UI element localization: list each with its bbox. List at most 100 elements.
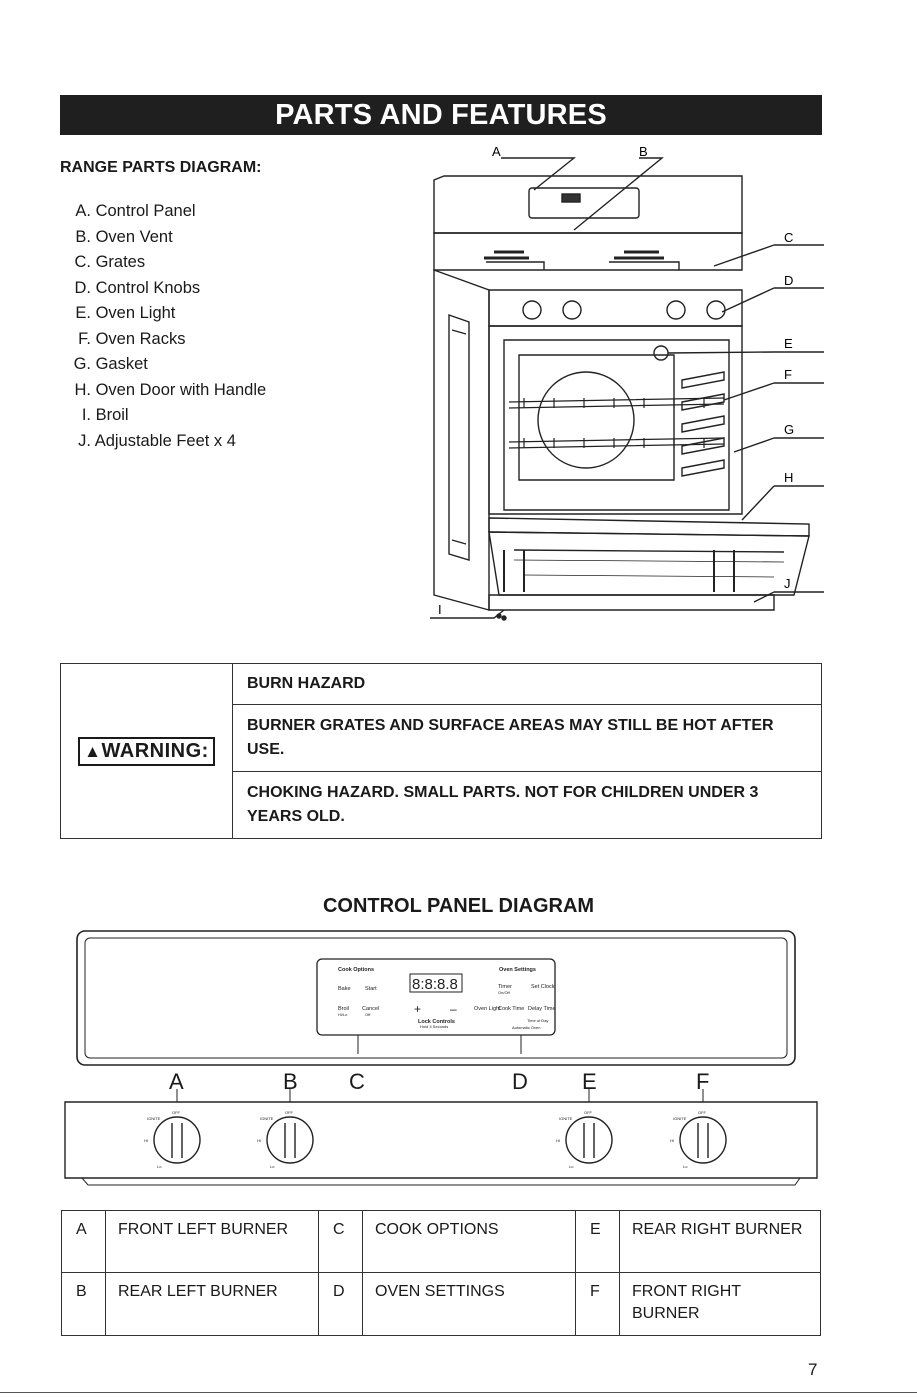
leader-d: [721, 287, 824, 313]
cp-letter-c: C: [349, 1069, 365, 1094]
timer-button[interactable]: Timer: [498, 984, 512, 990]
leader-f: [723, 382, 824, 401]
knob-panel: [64, 1101, 818, 1179]
callout-h: H: [784, 470, 793, 485]
backguard-inner: [84, 937, 788, 1059]
bake-button[interactable]: Bake: [338, 986, 351, 992]
start-button[interactable]: Start: [365, 986, 377, 992]
range-display: [561, 193, 581, 203]
grates: [484, 250, 664, 260]
display-readout: 8:8:8.8: [412, 976, 458, 993]
callout-a: A: [492, 144, 501, 159]
callout-e: E: [784, 336, 793, 351]
table-cell-letter: F: [575, 1272, 620, 1336]
backguard-outline: [433, 175, 743, 234]
lock-controls-label: Lock Controls: [418, 1019, 455, 1025]
cancel-sub: Off: [365, 1012, 371, 1017]
minus-button[interactable]: –: [450, 1002, 457, 1016]
warning-row-2: BURNER GRATES AND SURFACE AREAS MAY STIL…: [232, 704, 822, 772]
table-cell-label: COOK OPTIONS: [362, 1210, 576, 1273]
list-item: D. Control Knobs: [60, 276, 266, 302]
table-cell-letter: E: [575, 1210, 620, 1273]
plus-button[interactable]: +: [414, 1002, 421, 1016]
list-item: G. Gasket: [60, 352, 266, 378]
callout-f: F: [784, 367, 792, 382]
knob-ignite-label: IGNITE: [559, 1116, 573, 1121]
oven-back-wall: [518, 354, 675, 481]
leader-j: [753, 591, 824, 603]
leader-g: [733, 437, 824, 453]
leader-b: [573, 157, 664, 231]
list-item: J. Adjustable Feet x 4: [60, 429, 266, 455]
control-parts-table: A FRONT LEFT BURNER C COOK OPTIONS E REA…: [61, 1210, 821, 1336]
part-label: Oven Racks: [95, 329, 186, 348]
range-knob-4: [706, 300, 726, 320]
oven-light-button[interactable]: Oven Light: [474, 1006, 501, 1012]
part-label: Adjustable Feet x 4: [94, 431, 236, 450]
footer-divider: [0, 1392, 917, 1393]
delay-time-button[interactable]: Delay Time: [528, 1006, 556, 1012]
table-cell-letter: B: [61, 1272, 106, 1336]
leader-h: [741, 485, 824, 521]
set-clock-button[interactable]: Set Clock: [531, 984, 555, 990]
table-cell-label: REAR LEFT BURNER: [105, 1272, 319, 1336]
range-knob-2: [562, 300, 582, 320]
part-label: Oven Door with Handle: [95, 380, 267, 399]
oven-cavity: [503, 339, 730, 511]
table-cell-letter: A: [61, 1210, 106, 1273]
part-letter: D.: [74, 278, 92, 297]
list-item: I. Broil: [60, 403, 266, 429]
warning-row-3: CHOKING HAZARD. SMALL PARTS. NOT FOR CHI…: [232, 771, 822, 839]
part-letter: H.: [74, 380, 92, 399]
list-item: F. Oven Racks: [60, 327, 266, 353]
part-letter: B.: [75, 227, 91, 246]
convection-fan: [537, 371, 635, 469]
knob-lo-label: Lo: [270, 1164, 275, 1169]
cancel-button[interactable]: Cancel: [362, 1006, 379, 1012]
knob-hi-label: HI: [144, 1138, 148, 1143]
control-panel-heading: CONTROL PANEL DIAGRAM: [322, 895, 595, 917]
cp-letter-b: B: [283, 1069, 298, 1094]
leader-c: [713, 244, 824, 267]
leader-i: [430, 609, 505, 619]
knob-off-label: OFF: [584, 1110, 593, 1115]
side-recess: [448, 314, 470, 561]
broil-button[interactable]: Broil: [338, 1006, 349, 1012]
knob-lo-label: Lo: [157, 1164, 162, 1169]
page-title: PARTS AND FEATURES: [60, 95, 822, 135]
callout-j: J: [784, 576, 791, 591]
automatic-oven-label: Automatic Oven: [512, 1025, 540, 1030]
knob-ignite-label: IGNITE: [147, 1116, 161, 1121]
knob-rear-right: [565, 1116, 613, 1164]
knob-rear-left: [266, 1116, 314, 1164]
warning-triangle-icon: ▲: [84, 741, 102, 761]
door-handle: [513, 549, 785, 553]
warning-table: ▲WARNING: BURN HAZARD BURNER GRATES AND …: [60, 663, 822, 839]
callout-c: C: [784, 230, 793, 245]
part-letter: E.: [75, 304, 91, 322]
range-control-panel: [528, 187, 640, 219]
oven-front: [488, 325, 743, 515]
adjustable-foot: [501, 615, 507, 621]
knob-front-right: [679, 1116, 727, 1164]
table-cell-label: OVEN SETTINGS: [362, 1272, 576, 1336]
part-label: Broil: [95, 406, 129, 424]
range-side-panel: [433, 269, 490, 611]
cook-options-label: Cook Options: [338, 967, 374, 973]
cook-time-button[interactable]: Cook Time: [498, 1006, 524, 1012]
broil-drawer: [488, 594, 775, 611]
backguard-outer: [76, 930, 796, 1066]
part-label: Grates: [95, 253, 146, 271]
broil-sub: Hi/Lo: [338, 1012, 348, 1017]
table-cell-label: REAR RIGHT BURNER: [619, 1210, 821, 1273]
list-item: C. Grates: [60, 250, 266, 276]
leader-e: [667, 351, 824, 354]
part-label: Oven Light: [95, 304, 176, 322]
table-cell-letter: D: [318, 1272, 363, 1336]
cp-letter-a: A: [169, 1069, 184, 1094]
cooktop-outline: [433, 232, 743, 271]
timer-sub: On/Off: [498, 990, 511, 995]
rack-supports: [681, 371, 725, 477]
callout-g: G: [784, 422, 794, 437]
knob-lo-label: Lo: [683, 1164, 688, 1169]
